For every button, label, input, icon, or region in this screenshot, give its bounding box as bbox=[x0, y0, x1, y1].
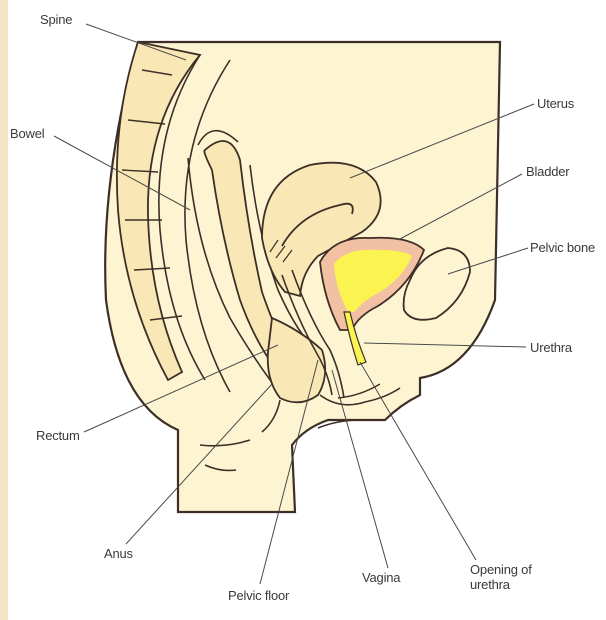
label-urethra: Urethra bbox=[530, 340, 572, 355]
label-spine: Spine bbox=[40, 12, 72, 27]
label-bladder: Bladder bbox=[526, 164, 569, 179]
label-bowel: Bowel bbox=[10, 126, 44, 141]
label-anus: Anus bbox=[104, 546, 133, 561]
label-pelvic-bone: Pelvic bone bbox=[530, 240, 595, 255]
label-uterus: Uterus bbox=[537, 96, 574, 111]
label-pelvic-floor: Pelvic floor bbox=[228, 588, 289, 603]
label-rectum: Rectum bbox=[36, 428, 80, 443]
background-strip bbox=[0, 0, 8, 620]
label-opening-of-urethra: Opening of urethra bbox=[470, 562, 540, 592]
label-vagina: Vagina bbox=[362, 570, 400, 585]
